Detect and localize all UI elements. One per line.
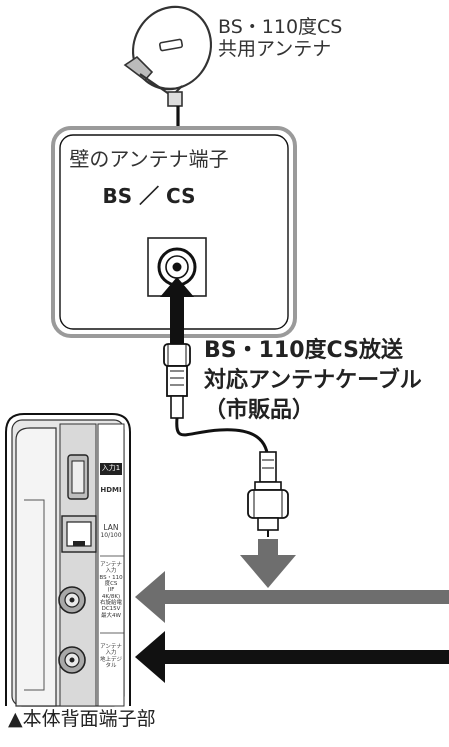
panel-hdmi-label: HDMI [100, 486, 122, 494]
tv-back-panel [5, 413, 131, 707]
wall-outlet-subtitle: BS ／ CS [102, 184, 196, 208]
panel-digital-label: アンテナ入力 地上デジタル [99, 644, 123, 669]
panel-bs-line3: (IF 4K/8K) [101, 587, 121, 600]
antenna-label-line1: BS・110度CS [218, 16, 343, 38]
panel-caption: ▲本体背面端子部 [8, 708, 156, 730]
cable-label: BS・110度CS放送 対応アンテナケーブル （市販品） [204, 336, 422, 426]
cable-label-line1: BS・110度CS放送 [204, 338, 403, 363]
cable-plug-bottom-icon [247, 451, 289, 537]
satellite-dish-icon [123, 5, 213, 128]
plug-arrow-up [160, 277, 194, 348]
antenna-label-line2: 共用アンテナ [218, 38, 332, 61]
panel-power-label: 右旋給電 DC15V 最大4W [99, 600, 123, 619]
panel-power-line1: 右旋給電 [99, 600, 122, 606]
panel-digital-line2: 地上デジタル [99, 656, 122, 669]
panel-bs-input-label: アンテナ入力 BS・110度CS (IF 4K/8K) [99, 562, 123, 600]
panel-power-line2: DC15V [101, 606, 121, 613]
bs-input-arrow [135, 571, 449, 623]
panel-input-label: 入力1 [101, 464, 121, 472]
panel-lan-text: LAN [103, 523, 119, 532]
panel-bs-line1: アンテナ入力 [100, 562, 122, 575]
panel-bs-line2: BS・110度CS [99, 574, 123, 587]
gray-down-arrow [240, 539, 296, 588]
wall-outlet-title: 壁のアンテナ端子 [69, 147, 229, 171]
panel-digital-line1: アンテナ入力 [100, 644, 122, 657]
cable-label-line3: （市販品） [204, 397, 315, 423]
antenna-label: BS・110度CS 共用アンテナ [218, 16, 342, 61]
panel-power-line3: 最大4W [101, 612, 121, 619]
antenna-cable [175, 417, 270, 463]
panel-lan-sub: 10/100 [100, 531, 122, 539]
cable-plug-top-icon [163, 343, 191, 419]
panel-lan-label: LAN 10/100 [99, 523, 123, 540]
cable-label-line2: 対応アンテナケーブル [204, 367, 422, 393]
terrestrial-input-arrow [135, 631, 449, 683]
